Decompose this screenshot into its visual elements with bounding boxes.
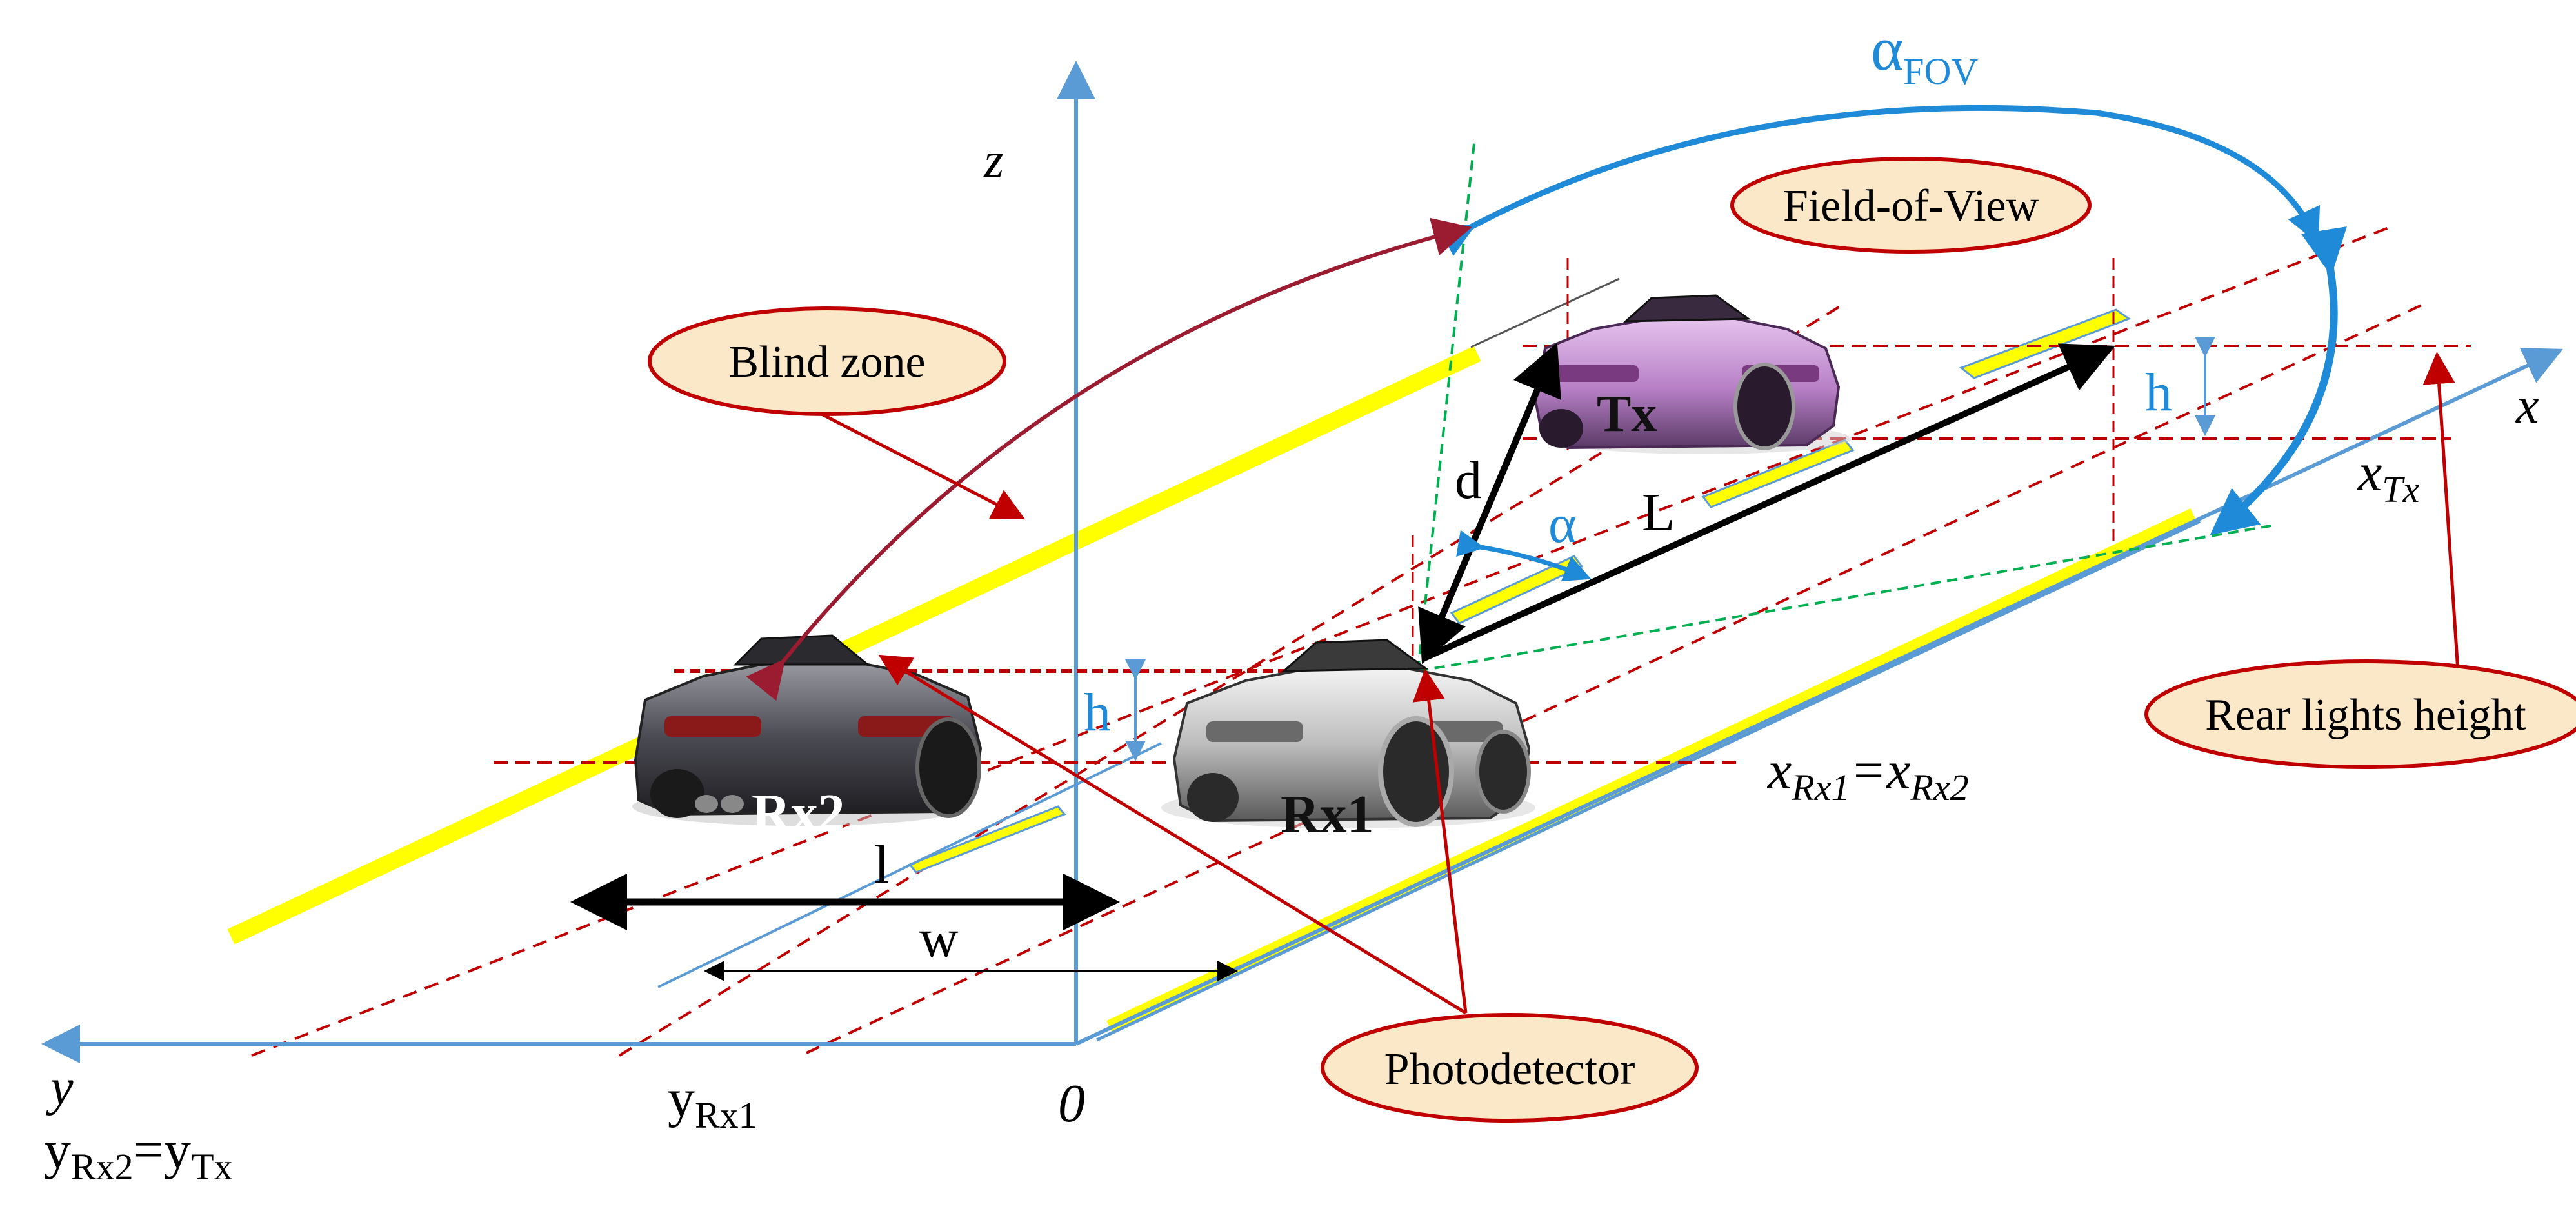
lane-dash-yellow-4 [1959,308,2132,379]
fov-boundary-lower [1417,525,2271,672]
road-edge-left [227,346,1481,945]
alpha-arc [1456,530,1592,582]
h-rx-label: h [1084,683,1111,743]
x-tx-label: xTx [2357,443,2420,510]
alpha-fov-label: αFOV [1871,14,1978,92]
callout-field-of-view: Field-of-View [1730,157,2092,254]
lane-dash-3 [806,302,2426,1054]
y-rx1-label: yRx1 [668,1068,757,1136]
blind-zone-pointer [818,411,1025,519]
y-axis-label: y [46,1059,74,1116]
lane-dash-yellow-1 [908,805,1066,874]
height-markers: h h [1084,337,2215,761]
w-label: w [919,908,959,968]
x-axis-label: x [2515,377,2539,434]
callout-pointers [818,352,2460,1015]
photodetector-label: Photodetector [1384,1045,1635,1094]
l-vector-label: L [1642,483,1675,543]
lane-dash-yellow-3 [1701,439,1855,508]
d-label: d [1455,450,1482,510]
alpha-fov-arc-top [1437,105,2321,256]
callout-rear-lights-height: Rear lights height [2144,659,2576,769]
callout-blind-zone: Blind zone [648,306,1006,416]
rx2-label: Rx2 [752,783,845,843]
l-label: l [874,835,889,895]
tx-label: Tx [1597,386,1657,443]
z-axis-label: z [983,132,1004,189]
rear-lights-pointer [2422,352,2460,672]
photodetector-pointer-rx1 [1412,668,1468,1014]
car-tx-icon: Tx [1533,294,1852,454]
coordinate-labels: xRx1=xRx2 xTx yRx1 yRx2=yTx [44,443,2420,1188]
road-edge-right-line [1095,519,2201,1042]
y-rx2-tx-label: yRx2=yTx [44,1120,233,1188]
lane-line-gray [1470,277,1620,348]
x-rx-label: xRx1=xRx2 [1766,741,1969,808]
vector-d-tail [1418,347,1558,665]
blind-zone-arc-path [746,217,1472,701]
alpha-fov-arc: αFOV [1437,14,2347,535]
lane-dimensions: l w [570,835,1238,981]
origin-label: 0 [1058,1074,1085,1134]
vector-l [1423,343,2116,661]
alpha-angle: α [1456,494,1592,582]
rx1-label: Rx1 [1281,785,1374,845]
rear-lights-height-label: Rear lights height [2205,690,2526,740]
field-of-view-label: Field-of-View [1783,181,2039,231]
alpha-fov-arc-side [2210,226,2347,535]
car-rx2-icon: Rx2 [632,634,983,843]
blind-zone-arc [746,217,1472,701]
h-tx-label: h [2145,363,2172,423]
blind-zone-label: Blind zone [728,337,925,387]
callout-photodetector: Photodetector [1321,1013,1699,1123]
road-markings [227,225,2426,1057]
photodetector-pointer-rx2 [878,654,1467,1015]
coordinate-axes: z x y 0 [41,61,2563,1134]
alpha-label: α [1548,494,1577,554]
